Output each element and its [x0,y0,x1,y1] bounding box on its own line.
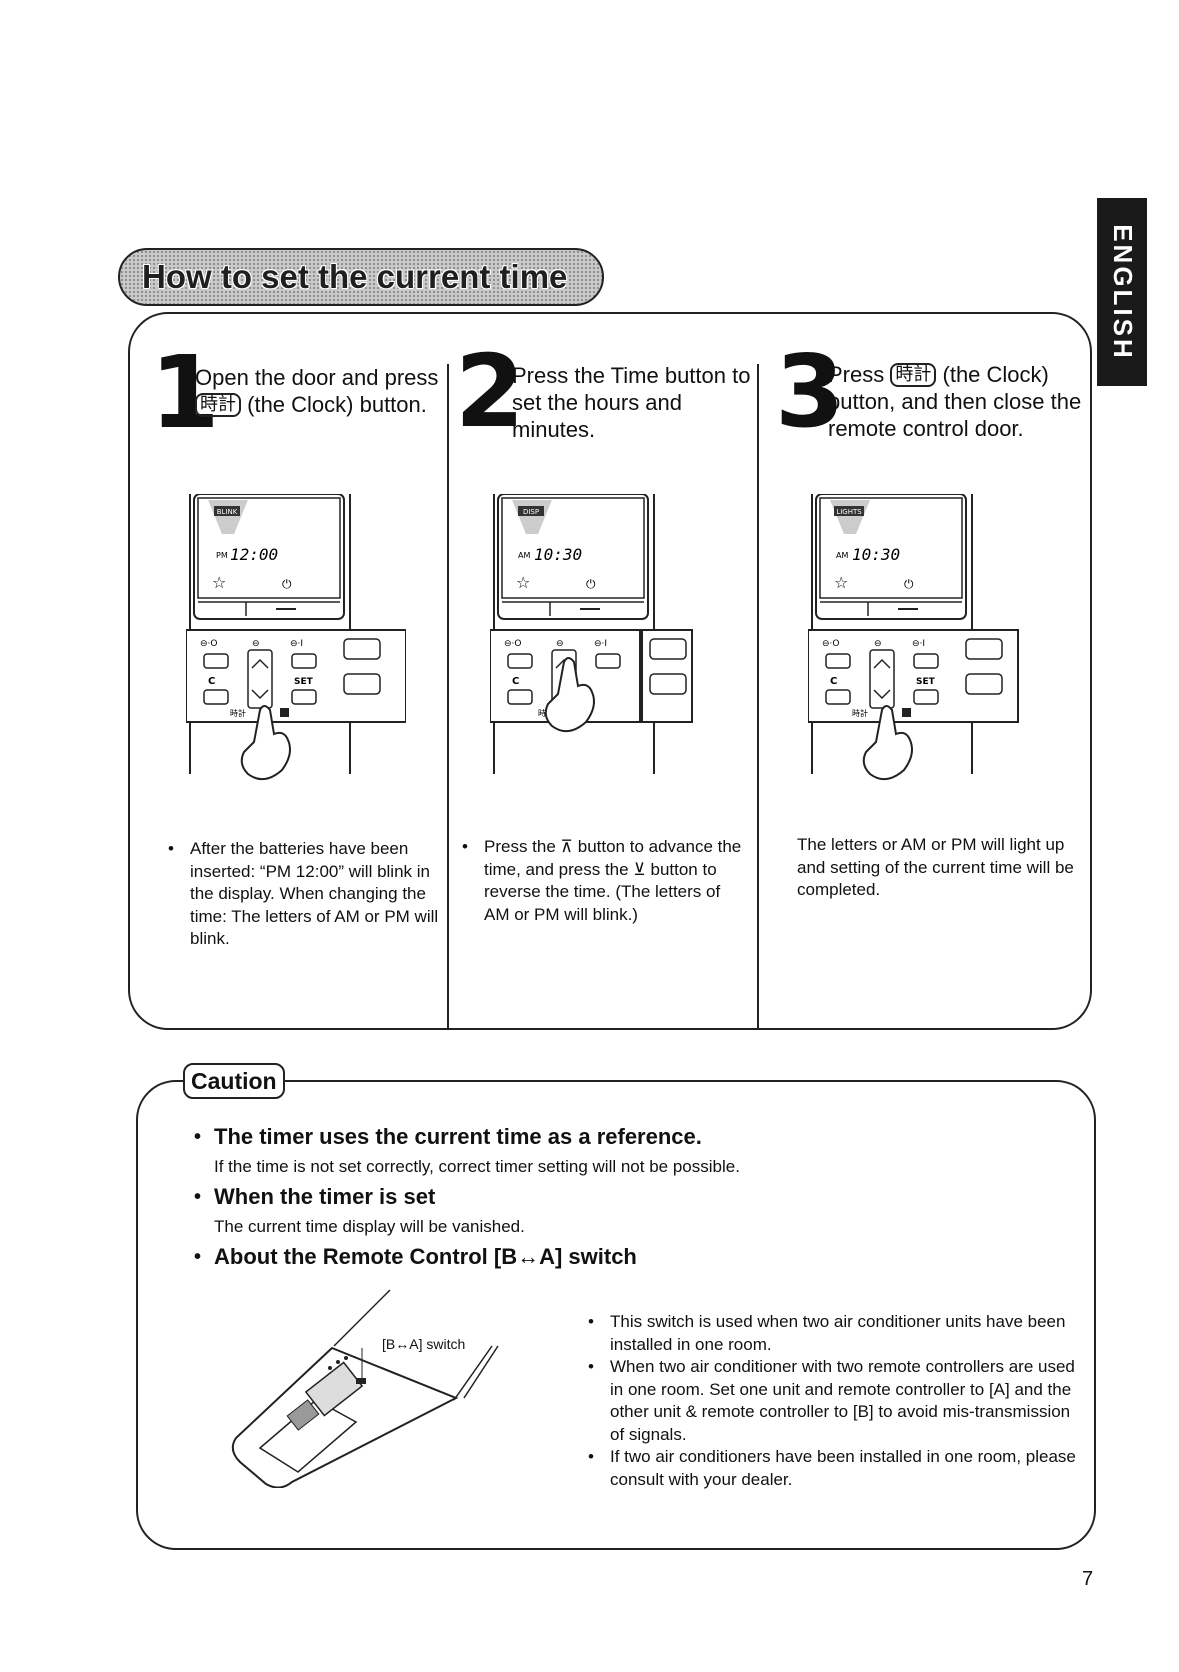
step-3-indicator: LIGHTS [836,508,862,516]
ba-switch-icon [356,1378,366,1384]
step-1-ampm: PM [216,551,228,560]
caution-body-1: If the time is not set correctly, correc… [214,1157,740,1176]
star-icon: ☆ [516,573,530,592]
step-3-time: 10:30 [852,545,900,564]
page-number: 7 [1082,1568,1094,1590]
column-divider-2 [757,364,759,1030]
svg-text:時計: 時計 [230,708,246,718]
section-title-banner: How to set the current time [118,248,604,306]
svg-text:⊖: ⊖ [556,639,564,649]
up-arrow-button-icon: ⊼ [560,837,573,856]
svg-text:C: C [830,676,837,687]
pressing-hand-icon [862,705,913,781]
svg-text:SET: SET [294,677,314,687]
svg-text:時計: 時計 [852,708,868,718]
step-1-time: 12:00 [230,545,278,564]
step-1-remote-illustration: BLINK PM 12:00 ☆ ⏻ C SET ⊖·O ⊖ ⊖·I 時計 [186,494,406,781]
step-3-number: 3 [775,333,845,450]
step-2-remote-illustration: DISP AM 10:30 ☆ ⏻ C ⊖·O ⊖ ⊖·I 時計 [490,494,693,774]
step-3-ampm: AM [836,551,848,560]
clock-key-icon: 時計 [195,393,241,417]
switch-notes-list: This switch is used when two air conditi… [588,1311,1080,1491]
svg-text:C: C [512,676,519,687]
steps-panel [128,312,1092,1030]
power-icon: ⏻ [282,577,292,591]
step-3-remote-illustration: LIGHTS AM 10:30 ☆ ⏻ C SET ⊖·O ⊖ ⊖·I 時計 [808,494,1019,781]
language-tab-label: ENGLISH [1107,223,1138,361]
svg-text:⊖: ⊖ [252,639,260,649]
clock-key-icon: 時計 [890,363,937,387]
step-2-note: Press the ⊼ button to advance the time, … [462,836,746,926]
svg-text:⊖·O: ⊖·O [504,639,522,649]
switch-note: If two air conditioners have been instal… [588,1446,1080,1491]
caution-heading-3: About the Remote Control [B↔A] switch [194,1244,637,1270]
svg-text:⊖·I: ⊖·I [594,639,607,649]
svg-text:SET: SET [916,677,936,687]
indicator-badge [214,506,240,516]
step-2-number: 2 [455,333,525,450]
pressing-hand-icon [544,657,595,733]
step-2-indicator: DISP [523,508,539,516]
svg-text:⊖·O: ⊖·O [200,639,218,649]
section-title: How to set the current time [142,258,568,295]
svg-text:C: C [208,676,215,687]
time-up-down-button [247,649,273,709]
step-2-time: 10:30 [534,545,582,564]
step-3-instruction: Press 時計 (the Clock) button, and then cl… [828,362,1082,441]
svg-text:⊖·I: ⊖·I [912,639,925,649]
star-icon: ☆ [834,573,848,592]
language-tab: ENGLISH [1097,198,1147,386]
pressing-hand-icon [240,705,291,781]
side-button [343,673,381,695]
power-icon: ⏻ [904,577,914,591]
side-button [343,638,381,660]
power-icon: ⏻ [586,577,596,591]
step-1-indicator: BLINK [217,508,238,516]
step-1-note: After the batteries have been inserted: … [168,838,440,951]
caution-label: Caution [183,1063,285,1099]
caution-panel [136,1080,1096,1550]
remote-switch-illustration [231,1289,499,1488]
column-divider-1 [447,364,449,1030]
svg-text:⊖·O: ⊖·O [822,639,840,649]
svg-text:⊖: ⊖ [874,639,882,649]
switch-note: This switch is used when two air conditi… [588,1311,1080,1356]
switch-note: When two air conditioner with two remote… [588,1356,1080,1446]
caution-heading-2: When the timer is set [194,1184,435,1210]
step-2-instruction: Press the Time button to set the hours a… [512,363,751,442]
step-1-instruction: Open the door and press 時計 (the Clock) b… [195,365,439,417]
caution-heading-1: The timer uses the current time as a ref… [194,1124,702,1150]
step-3-note: The letters or AM or PM will light up an… [797,835,1074,899]
switch-label: [B↔A] switch [382,1336,466,1352]
down-arrow-button-icon: ⊻ [633,859,646,879]
svg-text:⊖·I: ⊖·I [290,639,303,649]
step-1-number: 1 [150,334,220,451]
caution-body-2: The current time display will be vanishe… [214,1217,525,1236]
step-2-ampm: AM [518,551,530,560]
star-icon: ☆ [212,573,226,592]
